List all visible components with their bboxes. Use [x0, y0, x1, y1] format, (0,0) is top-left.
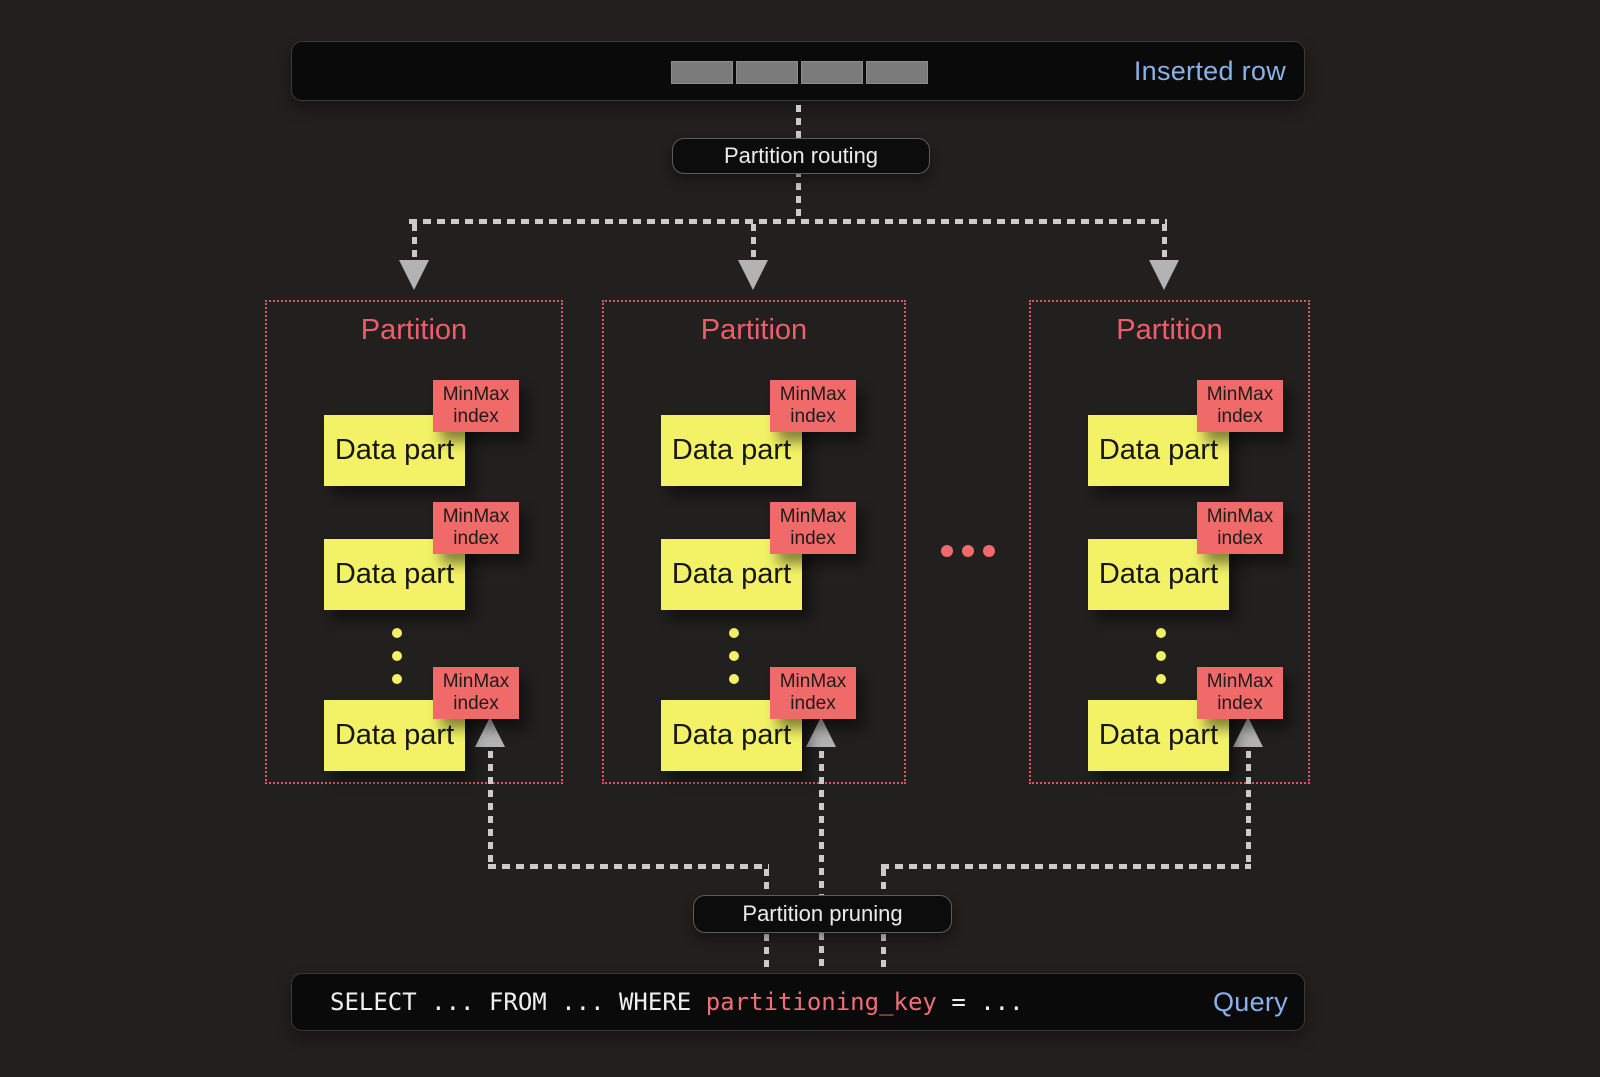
partition-box-2: Partition MinMax index Data part MinMax …	[602, 300, 906, 784]
vertical-ellipsis-dot	[392, 628, 402, 638]
partition-box-1: Partition MinMax index Data part MinMax …	[265, 300, 563, 784]
partitioning-key-text: partitioning_key	[705, 988, 937, 1016]
connector-dashed-line	[881, 864, 1251, 869]
vertical-ellipsis-dot	[392, 674, 402, 684]
data-part-box: Data part	[324, 700, 465, 771]
minmax-index-tag: MinMax index	[770, 667, 856, 719]
vertical-ellipsis-dot	[392, 651, 402, 661]
arrow-down-icon	[738, 260, 768, 290]
sql-before-key: SELECT ... FROM ... WHERE	[330, 988, 706, 1016]
minmax-index-tag: MinMax index	[1197, 502, 1283, 554]
connector-dashed-line	[409, 219, 1167, 224]
row-segment	[736, 61, 798, 84]
inserted-row-label: Inserted row	[1133, 55, 1286, 86]
query-label: Query	[1212, 986, 1288, 1017]
partition-title: Partition	[700, 314, 808, 346]
connector-dashed-line	[751, 224, 756, 260]
partition-box-3: Partition MinMax index Data part MinMax …	[1029, 300, 1310, 784]
minmax-index-tag: MinMax index	[770, 380, 856, 432]
sql-after-key: = ...	[936, 988, 1024, 1016]
row-segment	[866, 61, 928, 84]
partitions-ellipsis-dot	[941, 545, 953, 557]
partition-title: Partition	[360, 314, 468, 346]
inserted-row-segments	[671, 61, 928, 84]
minmax-index-tag: MinMax index	[433, 380, 519, 432]
partition-pruning-label: Partition pruning	[693, 895, 952, 933]
vertical-ellipsis-dot	[1156, 628, 1166, 638]
connector-dashed-line	[1162, 224, 1167, 260]
inserted-row-bar: Inserted row	[291, 41, 1305, 101]
minmax-index-tag: MinMax index	[770, 502, 856, 554]
query-bar: SELECT ... FROM ... WHERE partitioning_k…	[291, 973, 1305, 1031]
sql-query-text: SELECT ... FROM ... WHERE partitioning_k…	[292, 988, 1024, 1016]
partition-title: Partition	[1116, 314, 1223, 346]
connector-dashed-line	[819, 751, 824, 968]
arrow-up-icon	[806, 717, 836, 747]
vertical-ellipsis-dot	[729, 674, 739, 684]
connector-dashed-line	[488, 864, 769, 869]
minmax-index-tag: MinMax index	[433, 667, 519, 719]
row-segment	[671, 61, 733, 84]
connector-dashed-line	[1246, 751, 1251, 866]
vertical-ellipsis-dot	[1156, 674, 1166, 684]
vertical-ellipsis-dot	[1156, 651, 1166, 661]
vertical-ellipsis-dot	[729, 651, 739, 661]
partitions-ellipsis-dot	[962, 545, 974, 557]
vertical-ellipsis-dot	[729, 628, 739, 638]
partition-routing-label: Partition routing	[672, 138, 930, 174]
arrow-up-icon	[475, 717, 505, 747]
minmax-index-tag: MinMax index	[433, 502, 519, 554]
arrow-down-icon	[1149, 260, 1179, 290]
data-part-box: Data part	[1088, 415, 1229, 486]
arrow-down-icon	[399, 260, 429, 290]
row-segment	[801, 61, 863, 84]
arrow-up-icon	[1233, 717, 1263, 747]
connector-dashed-line	[412, 224, 417, 260]
partitions-ellipsis-dot	[983, 545, 995, 557]
minmax-index-tag: MinMax index	[1197, 380, 1283, 432]
connector-dashed-line	[488, 751, 493, 866]
minmax-index-tag: MinMax index	[1197, 667, 1283, 719]
